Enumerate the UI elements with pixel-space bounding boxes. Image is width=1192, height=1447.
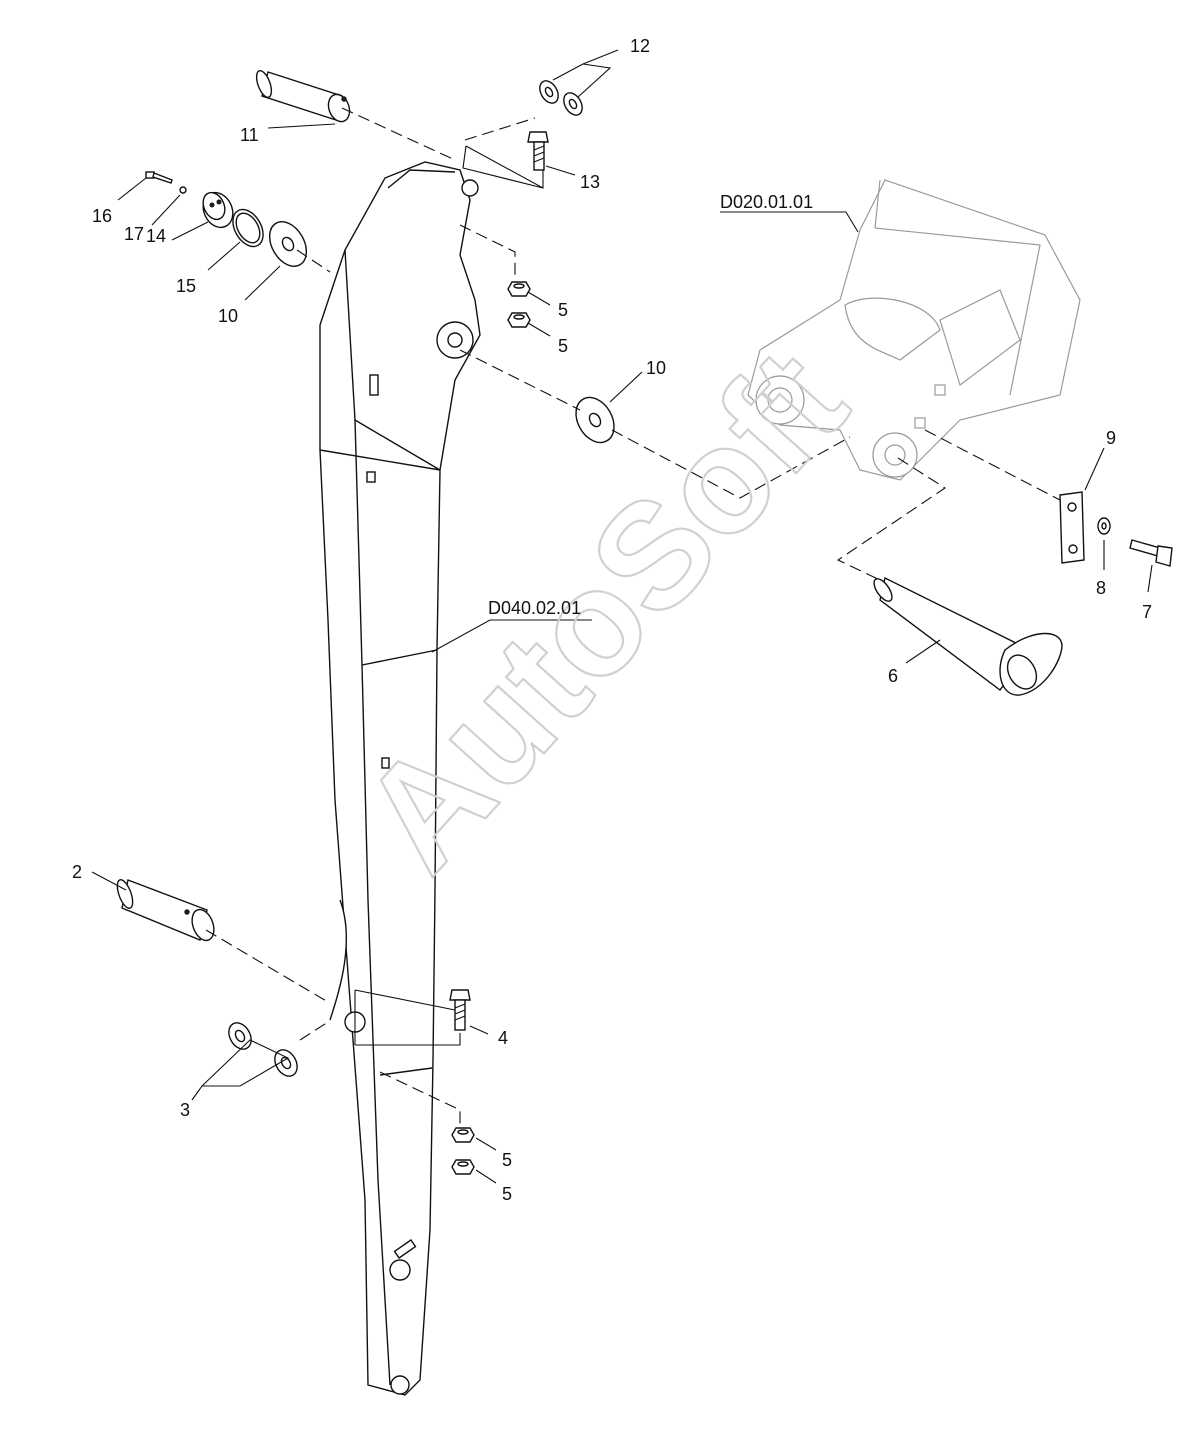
callout-6: 6 — [888, 666, 898, 686]
part-14-end-cap — [202, 191, 234, 229]
part-10-shim-middle — [575, 396, 615, 444]
callout-5-upper-b: 5 — [558, 336, 568, 356]
callout-5-lower-a: 5 — [502, 1150, 512, 1170]
part-5-nut-lower-a — [451, 1127, 475, 1143]
callout-13: 13 — [580, 172, 600, 192]
callout-15: 15 — [176, 276, 196, 296]
arm-assembly — [319, 161, 481, 1396]
leader-lines — [91, 49, 1153, 1184]
callout-10-upper: 10 — [218, 306, 238, 326]
part-2-pin — [116, 879, 215, 942]
part-12-shims — [539, 80, 583, 116]
boom-assembly — [747, 179, 1081, 481]
part-16-bolt — [145, 171, 173, 184]
part-9-lock-plate — [1059, 491, 1085, 564]
part-5-nut-upper-b — [507, 312, 531, 328]
part-8-washer — [1097, 517, 1111, 535]
part-7-bolt — [1129, 539, 1173, 567]
callout-14: 14 — [146, 226, 166, 246]
arm-assembly-label: D040.02.01 — [488, 598, 581, 618]
callout-3: 3 — [180, 1100, 190, 1120]
callout-10-middle: 10 — [646, 358, 666, 378]
callout-9: 9 — [1106, 428, 1116, 448]
callout-16: 16 — [92, 206, 112, 226]
part-3-shims — [228, 1022, 298, 1077]
callout-2: 2 — [72, 862, 82, 882]
callout-7: 7 — [1142, 602, 1152, 622]
callout-8: 8 — [1096, 578, 1106, 598]
callout-12: 12 — [630, 36, 650, 56]
part-17-washer — [179, 186, 187, 194]
part-5-nut-lower-b — [451, 1159, 475, 1175]
part-10-shim-upper — [268, 221, 308, 267]
callout-5-lower-b: 5 — [502, 1184, 512, 1204]
part-6-pin — [873, 576, 1063, 696]
part-13-bolt — [527, 131, 549, 171]
callout-11: 11 — [240, 125, 259, 145]
callout-17: 17 — [124, 224, 144, 244]
callout-5-upper-a: 5 — [558, 300, 568, 320]
assembly-dash-lines — [205, 107, 1061, 1127]
part-4-bolt — [449, 989, 471, 1031]
callout-4: 4 — [498, 1028, 508, 1048]
part-11-pin — [255, 69, 351, 123]
boom-assembly-label: D020.01.01 — [720, 192, 813, 212]
part-15-o-ring — [232, 208, 264, 248]
part-5-nut-upper-a — [507, 281, 531, 297]
